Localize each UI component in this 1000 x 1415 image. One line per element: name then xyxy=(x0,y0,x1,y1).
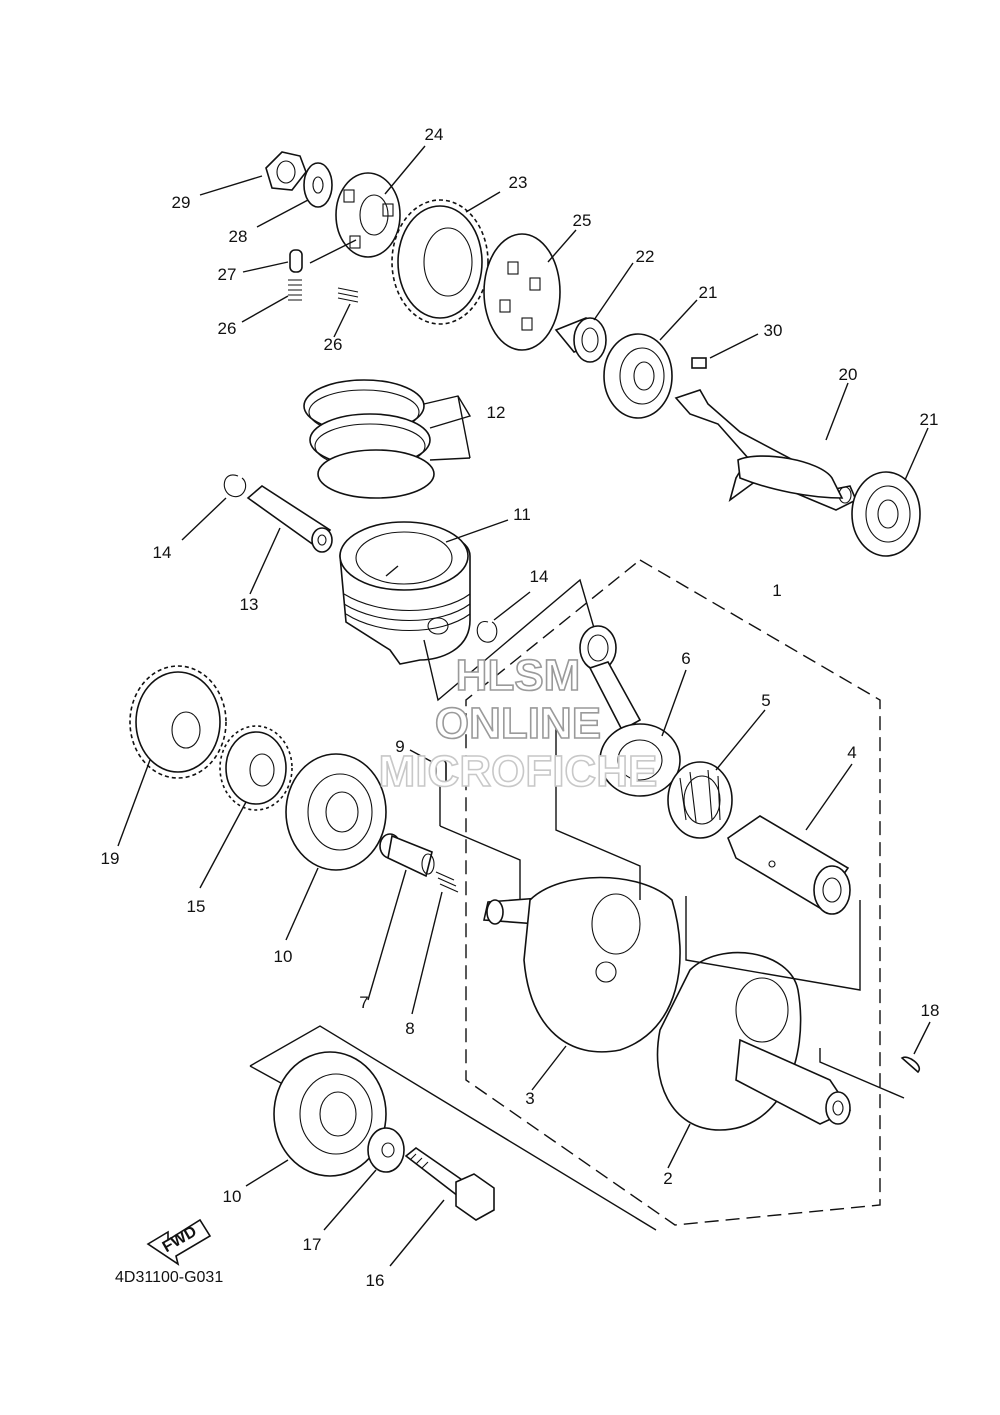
lock-washer xyxy=(256,162,333,228)
circlip-left xyxy=(181,474,247,541)
callout-labels: 1 2 3 4 5 6 7 8 9 10 10 11 12 13 14 14 1… xyxy=(101,125,940,1290)
callout-13: 13 xyxy=(240,595,259,614)
balancer-shaft xyxy=(674,382,858,511)
connecting-rod xyxy=(579,625,687,797)
balancer-gear xyxy=(391,191,501,325)
spring-left xyxy=(241,279,302,323)
callout-7: 7 xyxy=(359,993,368,1012)
plate xyxy=(483,229,577,351)
callout-18: 18 xyxy=(921,1001,940,1020)
callout-10-lower: 10 xyxy=(223,1187,242,1206)
callout-21-right: 21 xyxy=(920,410,939,429)
pin-9 xyxy=(409,749,447,787)
callout-29: 29 xyxy=(172,193,191,212)
spring-8 xyxy=(411,871,459,1015)
callout-14-left: 14 xyxy=(153,543,172,562)
piston xyxy=(339,519,509,665)
crank-pin xyxy=(727,763,853,915)
forward-arrow-icon xyxy=(146,1218,212,1266)
callout-5: 5 xyxy=(761,691,770,710)
crank-right xyxy=(656,951,852,1169)
buffer-boss xyxy=(309,145,426,264)
crank-left xyxy=(483,876,681,1091)
bearing-right xyxy=(851,427,929,557)
callout-14-right: 14 xyxy=(530,567,549,586)
oil-pump-shaft xyxy=(367,833,435,1001)
callout-26-left: 26 xyxy=(218,319,237,338)
callout-17: 17 xyxy=(303,1235,322,1254)
callout-2: 2 xyxy=(663,1169,672,1188)
callout-30: 30 xyxy=(764,321,783,340)
watermark-line-3: MICROFICHE xyxy=(379,747,658,796)
piston-pin xyxy=(246,485,333,595)
circlip-right xyxy=(476,591,531,643)
callout-4: 4 xyxy=(847,743,856,762)
woodruff-key-18 xyxy=(900,1021,931,1074)
callout-22: 22 xyxy=(636,247,655,266)
callout-19: 19 xyxy=(101,849,120,868)
callout-28: 28 xyxy=(229,227,248,246)
watermark: HLSM ONLINE MICROFICHE xyxy=(378,650,658,797)
callout-26-right: 26 xyxy=(324,335,343,354)
bolt xyxy=(389,1147,495,1267)
callout-1: 1 xyxy=(772,581,781,600)
timing-gear xyxy=(199,725,293,889)
callout-10-upper: 10 xyxy=(274,947,293,966)
callout-20: 20 xyxy=(839,365,858,384)
callout-8: 8 xyxy=(405,1019,414,1038)
callout-16: 16 xyxy=(366,1271,385,1290)
primary-drive-gear xyxy=(117,665,227,847)
collar xyxy=(554,262,634,363)
spring-right xyxy=(333,287,359,338)
callout-23: 23 xyxy=(509,173,528,192)
pin xyxy=(242,249,303,273)
callout-21-top: 21 xyxy=(699,283,718,302)
nut xyxy=(199,151,307,196)
crankshaft-assembly-boundary xyxy=(465,559,881,1226)
callout-9: 9 xyxy=(395,737,404,756)
piston-ring-set xyxy=(303,379,472,499)
callout-6: 6 xyxy=(681,649,690,668)
woodruff-key-30 xyxy=(691,333,759,369)
watermark-line-2: ONLINE xyxy=(435,699,601,748)
bearing-top xyxy=(603,299,698,419)
bearing-upper-left xyxy=(285,753,387,941)
callout-15: 15 xyxy=(187,897,206,916)
bearing-lower-left xyxy=(245,1051,387,1187)
needle-bearing xyxy=(667,709,766,839)
washer xyxy=(323,1127,405,1231)
callout-24: 24 xyxy=(425,125,444,144)
callout-3: 3 xyxy=(525,1089,534,1108)
callout-27: 27 xyxy=(218,265,237,284)
callout-25: 25 xyxy=(573,211,592,230)
watermark-line-1: HLSM xyxy=(456,651,581,700)
callout-11: 11 xyxy=(513,505,531,524)
diagram-code: 4D31100-G031 xyxy=(115,1269,223,1286)
callout-12: 12 xyxy=(487,403,506,422)
